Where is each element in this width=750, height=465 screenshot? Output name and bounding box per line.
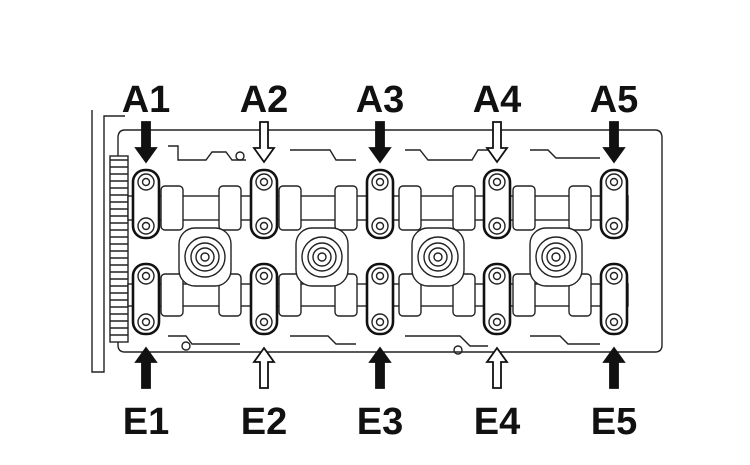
cap-bolt	[605, 313, 623, 331]
cap-bolt	[137, 267, 155, 285]
exhaust-bearing-cap-5	[599, 262, 629, 336]
cap-bolt	[137, 313, 155, 331]
exhaust-bearing-cap-4	[482, 262, 512, 336]
cap-bolt	[605, 217, 623, 235]
cap-bolt	[371, 173, 389, 191]
exhaust-bearing-cap-2	[249, 262, 279, 336]
intake-bearing-cap-4	[482, 168, 512, 240]
cam-lobe	[398, 273, 422, 317]
tightening-arrows	[134, 121, 626, 389]
spark-plug-well	[529, 227, 583, 287]
cap-bolt	[371, 217, 389, 235]
top-labels: A1 A2 A3 A4 A5	[122, 79, 639, 121]
arrow-a4	[485, 121, 509, 164]
intake-bearing-cap-1	[131, 168, 161, 240]
cap-bolt	[488, 267, 506, 285]
label-a3: A3	[356, 79, 405, 121]
bearing-caps	[131, 168, 629, 336]
arrow-e3	[368, 346, 392, 389]
cap-bolt	[255, 313, 273, 331]
cam-lobe	[278, 273, 302, 317]
cap-bolt	[255, 217, 273, 235]
cap-bolt	[488, 173, 506, 191]
spark-plug-wells	[178, 227, 583, 287]
cam-lobe	[512, 185, 536, 231]
cam-lobe	[398, 185, 422, 231]
arrow-a3	[368, 121, 392, 164]
cap-bolt	[137, 217, 155, 235]
cam-lobe	[218, 185, 242, 231]
spark-plug-well	[178, 227, 232, 287]
arrow-a2	[252, 121, 276, 164]
cam-lobe	[160, 185, 184, 231]
cap-bolt	[605, 267, 623, 285]
cam-lobe	[452, 185, 476, 231]
label-a5: A5	[590, 79, 639, 121]
cam-lobe	[334, 185, 358, 231]
label-e4: E4	[474, 401, 520, 443]
label-e5: E5	[591, 401, 637, 443]
arrow-e5	[602, 346, 626, 389]
cap-bolt	[605, 173, 623, 191]
label-a2: A2	[240, 79, 289, 121]
exhaust-bearing-cap-3	[365, 262, 395, 336]
cap-bolt	[371, 313, 389, 331]
arrow-e2	[252, 346, 276, 389]
cap-bolt	[137, 173, 155, 191]
intake-bearing-cap-3	[365, 168, 395, 240]
spark-plug-well	[411, 227, 465, 287]
cam-lobe	[278, 185, 302, 231]
label-a1: A1	[122, 79, 171, 121]
cap-bolt	[488, 217, 506, 235]
bottom-labels: E1 E2 E3 E4 E5	[123, 401, 637, 443]
arrow-e1	[134, 346, 158, 389]
cam-lobe	[568, 185, 592, 231]
cap-bolt	[488, 313, 506, 331]
cam-lobe	[160, 273, 184, 317]
label-e3: E3	[357, 401, 403, 443]
arrow-e4	[485, 346, 509, 389]
intake-bearing-cap-5	[599, 168, 629, 240]
spark-plug-well	[295, 227, 349, 287]
cap-bolt	[255, 173, 273, 191]
intake-bearing-cap-2	[249, 168, 279, 240]
cam-lobe	[512, 273, 536, 317]
camshaft-sprocket	[109, 155, 129, 343]
cap-bolt	[255, 267, 273, 285]
label-e2: E2	[241, 401, 287, 443]
arrow-a5	[602, 121, 626, 164]
cap-bolt	[371, 267, 389, 285]
cylinder-head-outline	[91, 110, 663, 373]
label-e1: E1	[123, 401, 169, 443]
exhaust-bearing-cap-1	[131, 262, 161, 336]
arrow-a1	[134, 121, 158, 164]
label-a4: A4	[473, 79, 522, 121]
